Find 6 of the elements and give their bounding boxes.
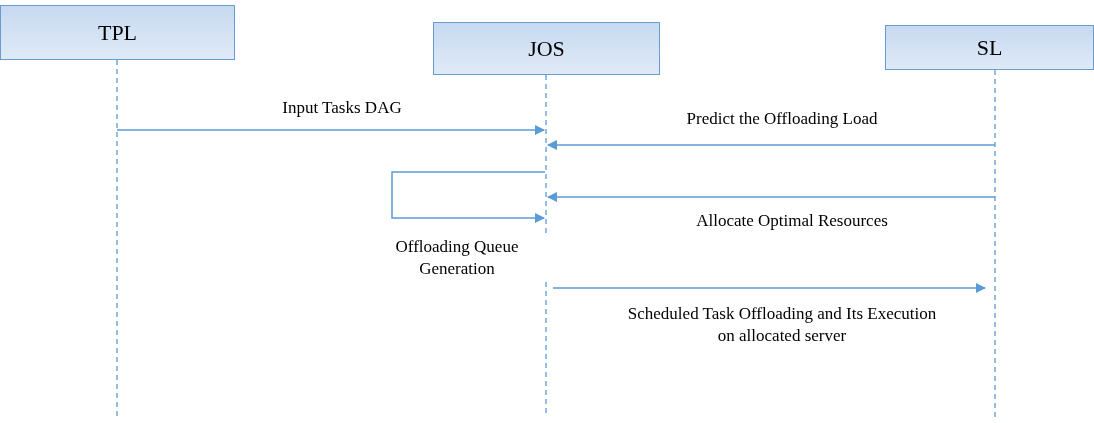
message-arrow [552,282,987,294]
message-arrow [391,171,546,224]
participant-lifeline: TPL [0,5,235,417]
message-arrow [116,124,546,136]
message-arrow [546,139,996,151]
message-arrow [546,191,996,203]
